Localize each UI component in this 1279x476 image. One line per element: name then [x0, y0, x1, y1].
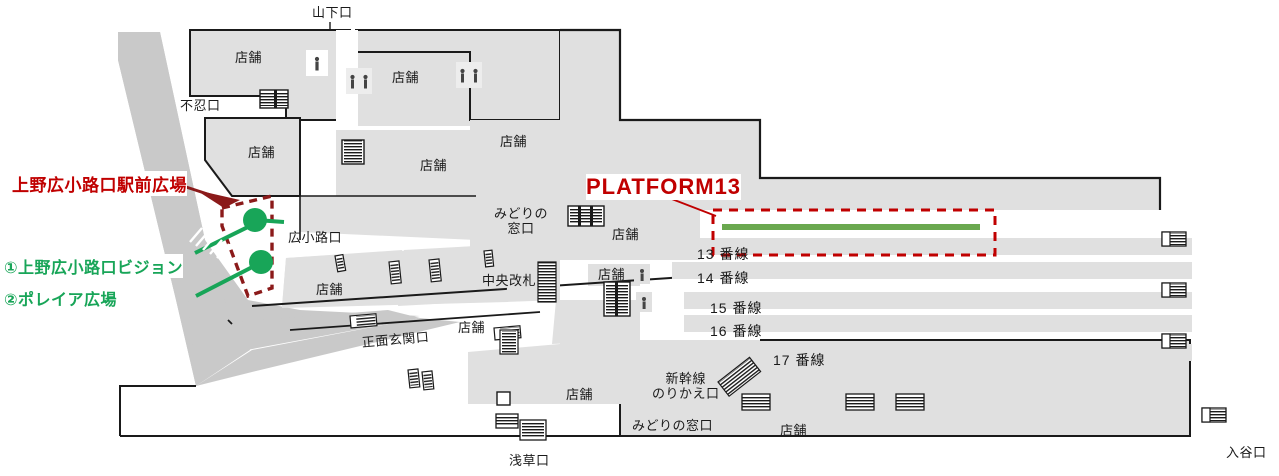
shop-label: 店舗 [598, 267, 626, 282]
platform-label-15: 15 番線 [710, 300, 763, 316]
annotation-vision-label: ①上野広小路口ビジョン [4, 254, 184, 278]
facility-line2: 窓口 [507, 220, 535, 236]
shop-label: 店舗 [235, 50, 263, 65]
shop-label: 店舗 [248, 145, 276, 160]
facility-line1: みどりの [494, 206, 549, 221]
platform13-highlight [711, 208, 997, 257]
exit-label-yamashitaguchi: 山下口 [312, 5, 353, 20]
annotation-plaza-label: 上野広小路口駅前広場 [12, 171, 187, 196]
facility-line2: のりかえ口 [652, 385, 720, 401]
gate-label-chuo-kaisatsu: 中央改札 [482, 273, 537, 288]
platform-bands [672, 238, 1192, 361]
shop-label: 店舗 [420, 158, 448, 173]
building-blocks [119, 28, 1230, 437]
crosswalk-hatch [189, 227, 230, 259]
shop-label: 店舗 [500, 134, 528, 149]
green-markers [194, 208, 285, 298]
plaza-highlight [185, 185, 274, 299]
green-marker-2 [249, 250, 273, 274]
green-marker-1 [243, 208, 267, 232]
exit-label-shinobazuguchi: 不忍口 [180, 98, 221, 113]
platform-label-14: 14 番線 [697, 270, 750, 286]
facility-shinkansen-norikaeguchi: 新幹線 のりかえ口 [652, 371, 720, 401]
shop-label: 店舗 [392, 70, 420, 85]
shop-label: 店舗 [458, 320, 486, 335]
exit-label-asakusaguchi: 浅草口 [509, 453, 550, 468]
platform-label-16: 16 番線 [710, 323, 763, 339]
facility-line1: 新幹線 [665, 371, 707, 386]
shop-label: 店舗 [316, 282, 344, 297]
shop-label: 店舗 [612, 227, 640, 242]
shop-label: 店舗 [566, 387, 594, 402]
exit-label-iriyaguchi: 入谷口 [1226, 445, 1267, 460]
restroom-icons [306, 50, 652, 406]
stair-icons [259, 89, 1227, 441]
exit-label-hirokojiguchi: 広小路口 [288, 230, 343, 245]
annotation-poleia-plaza-label: ②ポレイア広場 [4, 286, 118, 310]
platform-label-13: 13 番線 [697, 246, 750, 262]
annotation-platform13-label: PLATFORM13 [586, 174, 742, 200]
facility-midori-no-madoguchi-1: みどりの 窓口 [494, 206, 549, 236]
platform-label-17: 17 番線 [773, 352, 826, 368]
shop-label: 店舗 [780, 423, 808, 438]
facility-midori-no-madoguchi-2: みどりの窓口 [632, 418, 714, 433]
